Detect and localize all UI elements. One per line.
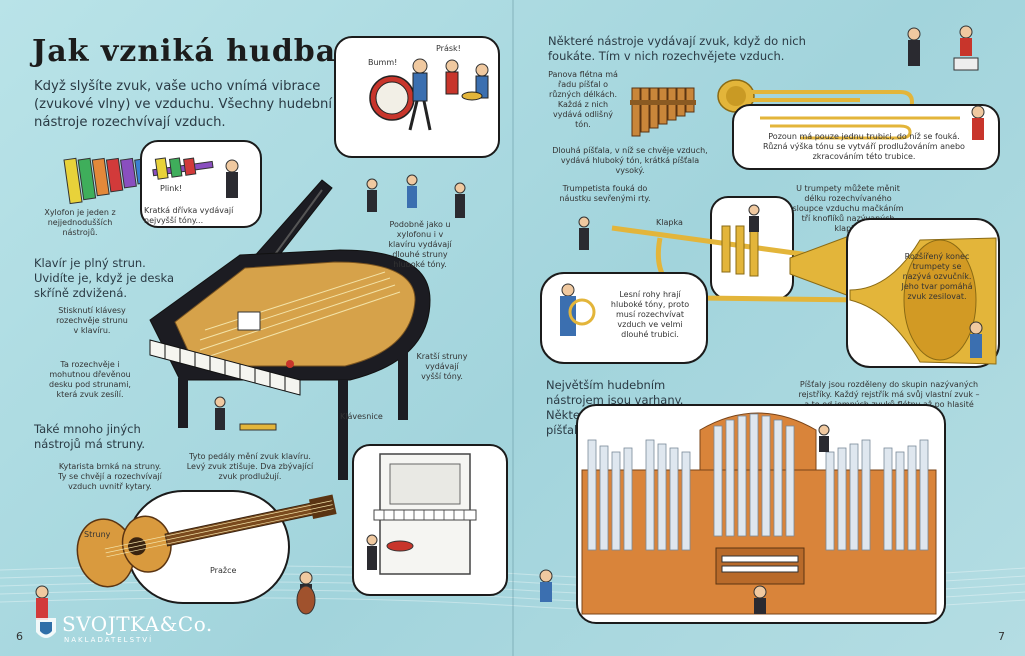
upright-piano-panel (352, 444, 508, 596)
strings-intro: Také mnoho jiných nástrojů má struny. (34, 422, 146, 451)
kytarista-caption: Kytarista brnká na struny. Ty se chvějí … (58, 462, 162, 491)
pedaly-caption: Tyto pedály mění zvuk klavíru. Levý zvuk… (186, 452, 314, 481)
page-number-right: 7 (998, 630, 1005, 643)
prazce-label: Pražce (210, 566, 237, 575)
plink-label: Plink! (160, 184, 183, 193)
wind-intro: Některé nástroje vydávají zvuk, když do … (548, 34, 806, 63)
publisher-name: SVOJTKA&Co. (62, 612, 213, 636)
trumpetista-caption: Trumpetista fouká do náustku sevřenými r… (559, 184, 651, 203)
podobne-caption: Podobně jako u xylofonu i v klavíru vydá… (388, 220, 452, 269)
page-title: Jak vzniká hudba (32, 34, 337, 69)
piano-intro: Klavír je plný strun. Uvidíte je, když j… (34, 256, 174, 300)
struny-label: Struny (84, 530, 111, 539)
guitar-panel (126, 490, 290, 604)
dricka-caption: Kratká dřívka vydávají nejvyšší tóny... (144, 206, 234, 225)
prask-label: Prásk! (436, 44, 461, 53)
publisher-subtitle: NAKLADATELSTVÍ (64, 636, 154, 644)
page-number-left: 6 (16, 630, 23, 643)
organ-panel (576, 404, 946, 624)
panova-caption: Panova flétna má řadu píšťal o různých d… (548, 70, 618, 129)
page-gutter (512, 0, 514, 656)
klapka-label: Klapka (656, 218, 683, 227)
bumm-label: Bumm! (368, 58, 398, 67)
xylofon-caption: Xylofon je jeden z nejjednodušších nástr… (44, 208, 116, 237)
ozvucnik-caption: Rozšířený konec trumpety se nazývá ozvuč… (901, 252, 973, 301)
stisknuti-caption: Stisknutí klávesy rozechvěje strunu v kl… (56, 306, 128, 335)
publisher-emblem-icon (36, 618, 56, 638)
lesni-caption: Lesní rohy hrají hluboké tóny, proto mus… (610, 290, 690, 339)
klavesnice-label: Klávesnice (340, 412, 383, 421)
intro-text: Když slyšíte zvuk, vaše ucho vnímá vibra… (34, 79, 333, 130)
kratsi-caption: Kratší struny vydávají vyšší tóny. (416, 352, 468, 381)
pozoun-caption: Pozoun má pouze jednu trubici, do níž se… (763, 132, 965, 161)
trumpet-panel (710, 196, 794, 300)
publisher-logo: SVOJTKA&Co. NAKLADATELSTVÍ (34, 612, 234, 648)
dlouha-caption: Dlouhá píšťala, v níž se chvěje vzduch, … (552, 146, 708, 175)
drum-panel (334, 36, 500, 158)
rozechveje-caption: Ta rozechvěje i mohutnou dřevěnou desku … (49, 360, 131, 399)
